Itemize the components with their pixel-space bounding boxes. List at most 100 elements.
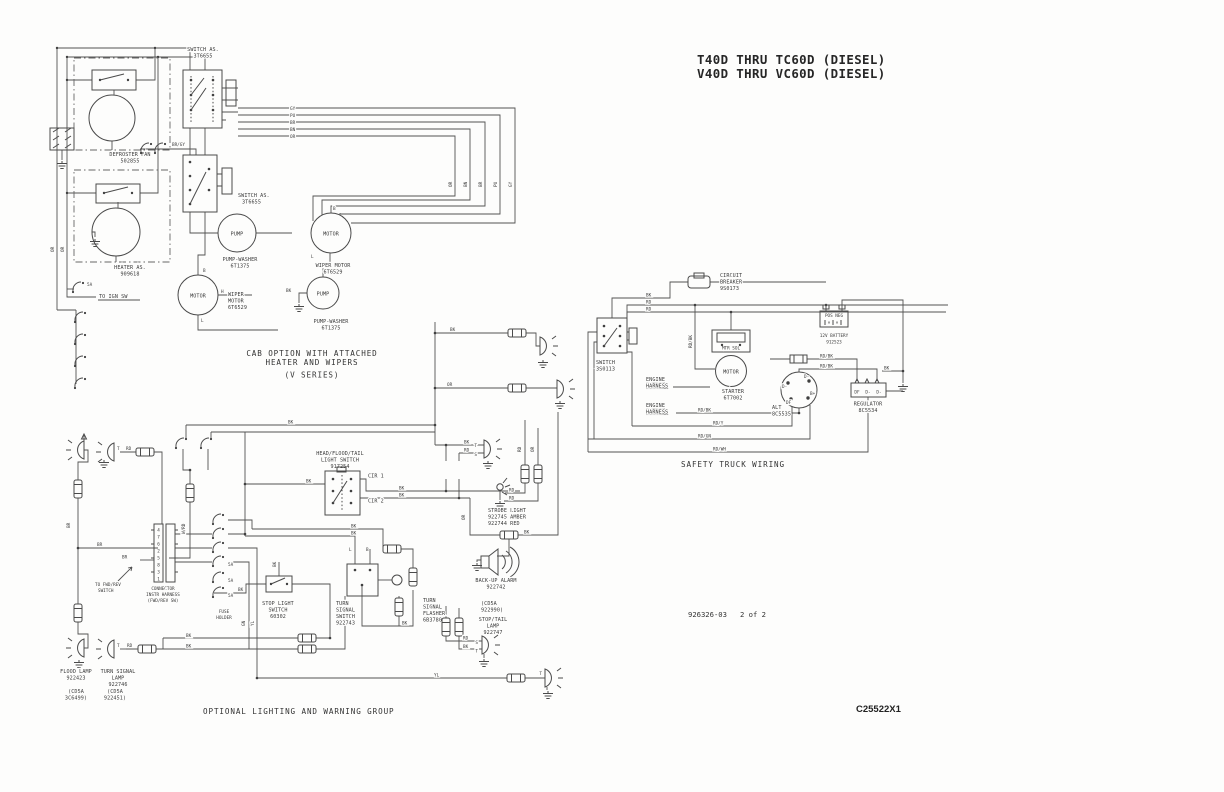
engine-harness-2a: ENGINE	[646, 403, 665, 409]
alt-label: ALT	[772, 405, 782, 411]
safety-junctions	[693, 303, 905, 415]
defroster-fan-pn: 502855	[120, 159, 139, 165]
terminal-t: T	[474, 443, 477, 449]
switch-tab	[628, 327, 638, 345]
defroster-motor-circle	[88, 94, 136, 142]
wire-label-yl-v: YL	[250, 620, 256, 626]
wire-label-bk-b1: BK	[351, 524, 357, 530]
pump-label: PUMP	[231, 232, 244, 238]
contact-icon	[71, 281, 85, 294]
alt-pn: 8C5535	[772, 412, 791, 418]
wire-label-bk: BK	[463, 644, 469, 650]
cir2-label: CIR 2	[368, 499, 384, 505]
hft-label-1: HEAD/FLOOD/TAIL	[316, 451, 364, 457]
ts-switch-label-3: SWITCH	[336, 614, 355, 620]
wire-label-bk-cir2: BK	[399, 493, 405, 499]
wiper-motor-2-pn: 6T6529	[323, 270, 342, 276]
wire-label-bk: BK	[238, 587, 244, 593]
terminal-b: B	[366, 547, 369, 553]
fuse-icon	[137, 644, 157, 654]
lighting-junctions	[76, 331, 461, 680]
cab-connector-block	[49, 127, 75, 169]
safety-switch: SWITCH 3S0113	[595, 317, 638, 374]
wire-label-br-gy: BR/GY	[172, 142, 185, 148]
switch-handle	[391, 574, 403, 586]
terminal-l: L	[311, 254, 314, 260]
heater-as-label: HEATER AS.	[114, 265, 146, 271]
terminal-t: T	[475, 649, 478, 655]
pump-washer-label: PUMP-WASHER	[223, 257, 259, 263]
pump-washer-2: PUMP BK PUMP-WASHER 6T1375	[285, 276, 350, 333]
drawing-code: C25522X1	[856, 704, 902, 715]
fuse-icon	[394, 597, 404, 617]
work-lamp-1: BK	[449, 326, 559, 368]
ts-switch-pn: 922743	[336, 621, 355, 627]
wiper-label-1: WIPER	[228, 292, 245, 298]
ground-icon	[537, 359, 549, 368]
wire-label-rd: RD	[463, 636, 469, 642]
wire-label-bk-gnd: BK	[884, 366, 890, 372]
wire-label-bk-b2: BK	[351, 531, 357, 537]
fuse-icon	[520, 464, 530, 484]
wire-label-bk: BK	[646, 293, 652, 299]
flasher-icon	[408, 567, 418, 587]
turn-signal-lamp-rear: T RD BK BK TURN SIGNAL LAMP 922746 (CD5A…	[95, 632, 193, 703]
ground-icon	[482, 460, 494, 469]
instr-harness-connector: 4 7 6 2 5 8 3 1 CONNECTOR INSTR HARNESS …	[145, 523, 181, 605]
safety-switch-label: SWITCH	[596, 360, 615, 366]
defroster-fan-label: DEFROSTER FAN	[109, 152, 150, 158]
engine-harness-1a: ENGINE	[646, 377, 665, 383]
flood-code-1: (CD5A	[68, 689, 84, 695]
strobe-light: RD OR RD RD STROBE LIGHT 922745 AMBER 92…	[487, 445, 543, 528]
regulator-label: REGULATOR	[854, 402, 883, 408]
tail-lamp: YL T	[433, 667, 564, 699]
cab-wire-labels: GY PU BR BN OR OR BN BR PU GY OR OR	[49, 105, 515, 253]
fuse-icon	[73, 479, 83, 499]
wire-label-rd-bk-v: RD/BK	[688, 335, 694, 348]
stoptail-label-2: LAMP	[487, 624, 500, 630]
flood-code-2: 3C6499)	[65, 696, 87, 702]
stoptail-code-2: 922990)	[481, 608, 503, 614]
flood-lamp-label: FLOOD LAMP	[60, 669, 92, 675]
to-ign-sw-label: TO IGN SW	[99, 294, 128, 300]
wiper-label-2: MOTOR	[228, 299, 245, 305]
wire-label-bk-v: BK	[272, 561, 278, 567]
stop-switch-label-2: SWITCH	[268, 608, 287, 614]
cab-caption-1: CAB OPTION WITH ATTACHED	[246, 349, 377, 358]
wire-label-bk: BK	[402, 621, 408, 627]
defroster-fan-assembly: DEFROSTER FAN 502855	[73, 57, 171, 166]
to-fwd-rev-note: TO FWD/REV SWITCH	[94, 581, 123, 595]
wire-label-rd-bk-3: RD/BK	[820, 364, 833, 370]
wire-label-rd-y: RD/Y	[713, 421, 724, 427]
reg-terminal-d1: D-	[865, 390, 870, 396]
wire-label-bk-in: BK	[306, 479, 312, 485]
fuse-rating-5a: 5A	[87, 282, 93, 288]
wire-label-gy: GY	[290, 106, 296, 112]
backup-alarm: OR BK BACK-UP ALARM 922742	[460, 513, 531, 591]
circuit-breaker-label-2: BREAKER	[720, 280, 743, 286]
fusible-link	[789, 354, 808, 364]
cir1-label: CIR 1	[368, 474, 384, 480]
fuse-icon	[506, 673, 526, 683]
turn-signal-lamp-front: T RD	[95, 441, 155, 463]
fuse-icon	[499, 530, 519, 540]
starter-motor-circle	[715, 355, 747, 387]
wire-label-w-rd: W/RD	[181, 523, 187, 534]
sheet-number: 2 of 2	[740, 610, 766, 619]
cab-junctions	[55, 46, 160, 195]
ground-icon	[98, 459, 110, 468]
contact-icon	[211, 513, 225, 526]
ground-icon	[897, 383, 909, 392]
stop-light-switch: BK STOP LIGHT SWITCH 60302	[261, 560, 295, 621]
starter-label: STARTER	[722, 389, 745, 395]
wire-label-rd: RD	[126, 446, 132, 452]
wire-label-bk-cir1: BK	[399, 486, 405, 492]
turn-lamp-code-2: 922451)	[104, 696, 126, 702]
starter-pn: 6T7002	[723, 396, 742, 402]
cab-caption-3: (V SERIES)	[285, 371, 340, 380]
contact-icon	[211, 541, 225, 554]
ts-switch-label-1: TURN	[336, 601, 349, 607]
lighting-wires	[77, 322, 559, 690]
wire-label-bk-1: BK	[186, 633, 192, 639]
